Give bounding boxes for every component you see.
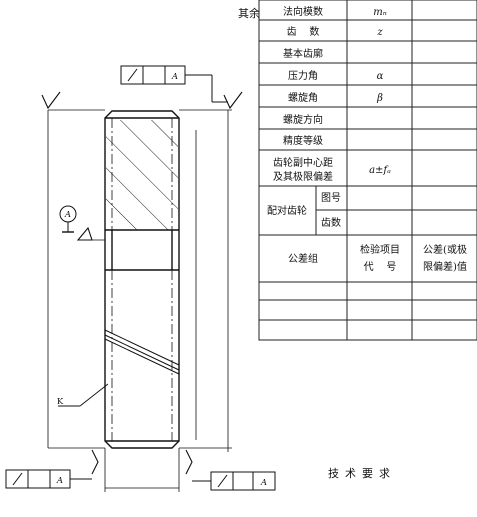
label-k: K — [57, 397, 64, 407]
mating-gear-label: 配对齿轮 — [267, 204, 307, 217]
tolerance-frame-top — [120, 65, 228, 103]
frame-letter-bottom-right: A — [260, 478, 267, 488]
tolerance-value-2: 限偏差)值 — [423, 260, 467, 273]
row-symbol-normal-module: mₙ — [373, 7, 387, 18]
gear-outline — [104, 110, 180, 449]
datum-letter: A — [64, 210, 71, 220]
row-symbol-helix-angle: β — [376, 93, 383, 104]
row-label-helix-angle: 螺旋角 — [288, 91, 318, 104]
corner-note: 其余 — [238, 7, 260, 20]
helix-tooth-lines — [104, 329, 180, 375]
frame-letter-bottom-left: A — [56, 476, 63, 486]
center-distance-label-1: 齿轮副中心距 — [273, 156, 333, 169]
tolerance-frame-bottom-left — [5, 469, 92, 489]
row-label-helix-direction: 螺旋方向 — [283, 113, 323, 126]
row-label-pressure-angle: 压力角 — [288, 69, 318, 82]
row-label-teeth: 齿 数 — [287, 25, 320, 38]
mating-teeth: 齿数 — [321, 216, 341, 229]
surface-symbols — [41, 91, 243, 475]
mating-drawing-no: 图号 — [321, 192, 341, 204]
technical-requirements-title: 技术要求 — [328, 467, 396, 480]
row-label-basic-profile: 基本齿廓 — [283, 47, 323, 60]
inspection-item-2: 代 号 — [364, 261, 397, 273]
row-symbol-pressure-angle: α — [377, 71, 384, 82]
row-label-accuracy-grade: 精度等级 — [283, 134, 323, 147]
row-label-normal-module: 法向模数 — [283, 5, 323, 18]
tolerance-frame-bottom-right — [192, 471, 276, 491]
parameter-table — [258, 0, 477, 341]
center-distance-symbol: a±fₐ — [369, 165, 391, 176]
datum-circle — [59, 205, 77, 233]
inspection-item-1: 检验项目 — [360, 243, 400, 256]
gear-section-hatched — [106, 120, 178, 230]
row-symbol-teeth: z — [376, 27, 383, 38]
tolerance-group-label: 公差组 — [288, 252, 318, 265]
center-distance-label-2: 及其极限偏差 — [273, 170, 333, 183]
leader-k — [58, 383, 109, 407]
tolerance-value-1: 公差(或极 — [423, 243, 467, 256]
frame-letter-top: A — [171, 72, 178, 82]
